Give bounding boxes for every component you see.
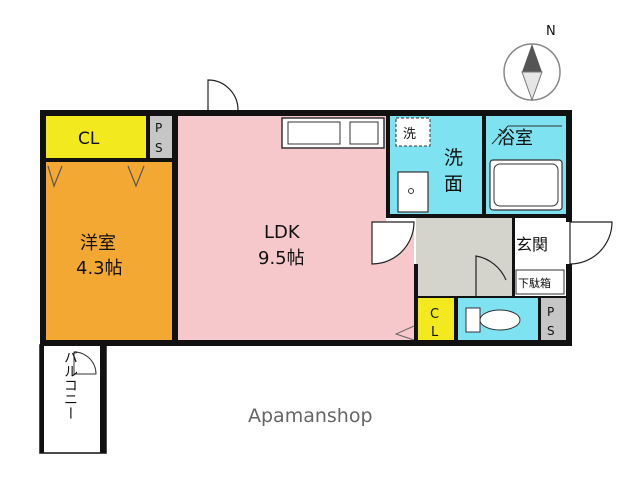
walls	[40, 110, 572, 346]
wall-hall-bottom	[416, 296, 566, 298]
shoe-box-label: 下駄箱	[518, 276, 551, 290]
wall-right-lower	[566, 264, 572, 346]
wall-bottom	[40, 340, 570, 346]
basin-drain-icon	[408, 188, 414, 194]
closet-door-left	[47, 165, 63, 188]
pipe-space-bottom	[540, 298, 566, 340]
door-ldk-top	[207, 79, 239, 111]
pipe-space-top-label-p: P	[155, 121, 162, 135]
toilet-tank	[465, 307, 481, 333]
closet-main-label: CL	[78, 129, 100, 149]
washer-space	[395, 117, 431, 147]
toilet	[465, 307, 521, 333]
compass-needle-south	[521, 71, 543, 102]
closet-main	[46, 116, 150, 158]
compass: N	[503, 24, 561, 102]
wall-wash-bath	[482, 116, 486, 216]
ldk-room	[176, 116, 386, 340]
balcony-wall	[40, 345, 44, 453]
closet-door-marker	[394, 325, 415, 341]
wall-ldk-wash	[386, 116, 390, 218]
pipe-space-top-label-s: S	[155, 141, 163, 155]
washroom-label-1: 洗	[444, 147, 463, 169]
bath-door-swing	[491, 125, 562, 145]
closet-door-right	[127, 165, 145, 188]
pipe-space-bottom-label-p: P	[547, 305, 554, 319]
balcony-label: バルコニー	[62, 350, 78, 420]
kitchen-counter	[281, 117, 385, 149]
door-entrance	[569, 221, 613, 265]
washroom-label-2: 面	[444, 173, 463, 195]
watermark: Apamanshop	[248, 405, 373, 427]
western-room-name: 洋室	[80, 233, 116, 254]
sink	[287, 121, 341, 145]
balcony	[39, 344, 107, 454]
wall-closet-toilet	[454, 296, 458, 340]
compass-needle-north	[522, 44, 542, 72]
western-room	[46, 162, 174, 340]
wall-closet-bottom	[46, 158, 174, 162]
compass-north-label: N	[546, 24, 556, 39]
bathtub	[489, 159, 563, 211]
door-hallway	[371, 221, 415, 265]
stove	[349, 121, 379, 145]
wall-toilet-ps	[538, 296, 541, 340]
pipe-space-bottom-label-s: S	[547, 324, 555, 338]
ldk-name: LDK	[264, 222, 301, 243]
wall-ldk-closet	[414, 264, 418, 342]
wall-right-upper	[566, 110, 572, 222]
wall-hall-entrance	[512, 218, 515, 296]
hallway	[416, 218, 514, 296]
washer-label: 洗	[403, 127, 416, 142]
ldk-size: 9.5帖	[258, 248, 305, 269]
shoe-box	[515, 269, 565, 295]
closet-small-label-l: L	[431, 325, 439, 340]
toilet-bowl	[479, 309, 521, 331]
wall-top	[40, 110, 570, 116]
balcony-outline	[39, 344, 107, 454]
closet-small-label-c: C	[430, 307, 439, 322]
wall-wet-bottom	[386, 214, 570, 218]
western-room-size: 4.3帖	[76, 258, 123, 279]
bathtub-inner	[493, 163, 559, 207]
door-toilet	[475, 255, 507, 296]
pipe-space-top	[150, 116, 174, 158]
wall-closet-ps	[146, 116, 150, 158]
bathroom-label: 浴室	[497, 128, 533, 149]
wall-left	[40, 110, 46, 346]
closet-small	[418, 298, 454, 340]
balcony-rail	[100, 345, 106, 453]
wall-western-ldk	[172, 116, 178, 342]
entrance-label: 玄関	[516, 235, 548, 254]
balcony-door-swing	[73, 351, 97, 375]
